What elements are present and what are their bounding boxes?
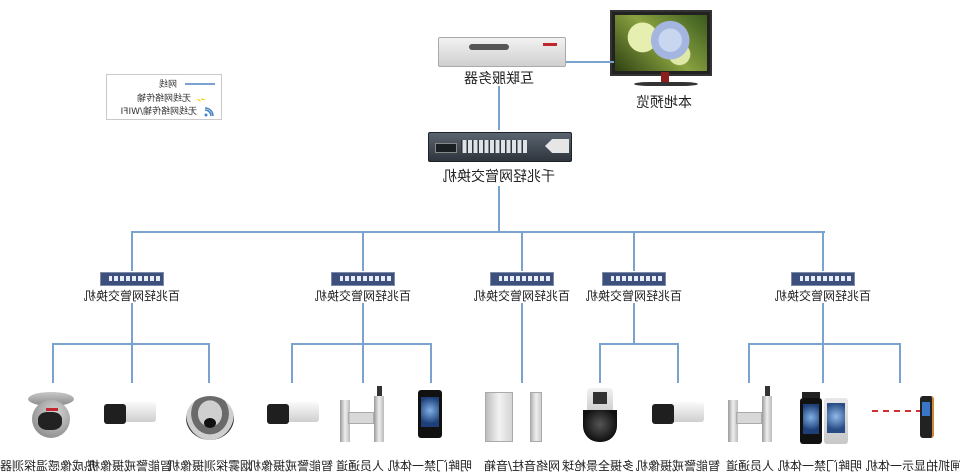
- access-switch-3: [490, 272, 554, 286]
- access-drop-1: [131, 231, 133, 271]
- smoke-detection-camera: [186, 396, 234, 440]
- access-switch-label-5: 百兆轻网管交换机: [774, 289, 872, 303]
- group-stem-4: [633, 303, 635, 343]
- device-label: 网络音柱/音箱: [483, 459, 561, 473]
- access-switch-label-2: 百兆轻网管交换机: [314, 289, 412, 303]
- device-drop: [362, 343, 364, 383]
- legend-label: 无线网络传输/WIFI: [120, 107, 197, 117]
- server-device: [438, 37, 566, 67]
- core-switch-label: 千兆轻网管交换机: [443, 169, 555, 185]
- device-drop: [899, 343, 901, 383]
- panoramic-ptz-camera: [583, 388, 617, 442]
- device-label: 明眸门禁一体机: [387, 459, 473, 473]
- legend: 网线 无线网络传输 无线网络传输/WIFI: [106, 74, 222, 120]
- monitor-label: 本地预览: [636, 95, 692, 111]
- core-switch-badge: [545, 139, 569, 153]
- group-stem-1: [131, 303, 133, 343]
- device-drop: [430, 343, 432, 383]
- thermal-turret-camera: [26, 392, 76, 442]
- face-recognition-terminal-silver: [824, 398, 848, 444]
- group-bus-4: [599, 343, 678, 345]
- device-label: 智能警戒摄像机: [635, 459, 721, 473]
- device-drop: [291, 343, 293, 383]
- monitor-screen-image: [615, 15, 707, 71]
- device-label: 热成像感温探测器: [0, 459, 97, 473]
- access-switch-2: [331, 272, 395, 286]
- face-recognition-terminal: [418, 390, 442, 438]
- device-label: 智能警戒摄像机: [87, 459, 173, 473]
- device-label: 人员通道: [335, 459, 385, 473]
- legend-item-cable: 网线: [159, 77, 177, 90]
- access-drop-2: [362, 231, 364, 271]
- device-drop: [677, 343, 679, 383]
- device-label: 人员通道: [725, 459, 775, 473]
- device-label: 明眸门禁一体机: [777, 459, 863, 473]
- main-distribution-bus: [131, 231, 825, 233]
- group-bus-5: [748, 343, 900, 345]
- device-label: 多摄全景枪球: [561, 459, 635, 473]
- barrier-beam: [872, 410, 922, 412]
- device-label: 智能警戒摄像机: [248, 459, 334, 473]
- network-column-speaker: [530, 392, 542, 442]
- server-brand-mark: [543, 43, 557, 46]
- server-monitor-link: [566, 61, 614, 63]
- device-drop: [208, 343, 210, 383]
- device-drop: [131, 343, 133, 383]
- device-drop: [748, 343, 750, 383]
- gate-capture-display-unit: [920, 396, 934, 438]
- group-stem-5: [822, 303, 824, 343]
- lightning-icon: [195, 89, 207, 102]
- core-bus-drop: [498, 186, 500, 232]
- network-speaker: [485, 392, 513, 442]
- legend-label: 无线网络传输: [136, 94, 191, 104]
- device-drop: [822, 343, 824, 383]
- device-label: 烟雾探测摄像机: [167, 459, 253, 473]
- access-switch-4: [602, 272, 666, 286]
- device-drop: [52, 343, 54, 383]
- access-switch-label-1: 百兆轻网管交换机: [83, 289, 181, 303]
- turnstile-gate: [336, 386, 386, 442]
- access-switch-label-3: 百兆轻网管交换机: [473, 289, 571, 303]
- monitor-base: [634, 82, 698, 86]
- device-drop: [599, 343, 601, 383]
- bullet-camera: [652, 402, 704, 426]
- server-led-panel: [469, 44, 509, 50]
- local-preview-monitor: [610, 10, 712, 76]
- turnstile-gate: [724, 386, 774, 442]
- legend-line-symbol: [185, 83, 215, 85]
- bullet-camera: [104, 402, 156, 426]
- server-switch-link: [498, 86, 500, 130]
- access-switch-1: [100, 272, 164, 286]
- group-stem-2: [362, 303, 364, 343]
- core-switch-device: [428, 132, 572, 162]
- access-switch-5: [791, 272, 855, 286]
- device-label: 道闸抓拍显示一体机: [865, 459, 960, 473]
- access-switch-label-4: 百兆轻网管交换机: [585, 289, 683, 303]
- access-drop-3: [521, 231, 523, 271]
- core-switch-sfp: [435, 143, 457, 153]
- legend-item-wifi: 无线网络传输/WIFI: [121, 104, 197, 117]
- bullet-camera: [267, 402, 319, 426]
- core-switch-ports: [461, 140, 527, 153]
- group-stem-3: [521, 303, 523, 383]
- access-drop-5: [822, 231, 824, 271]
- wifi-icon: [203, 103, 215, 117]
- legend-label: 网线: [158, 80, 177, 90]
- access-drop-4: [633, 231, 635, 271]
- legend-item-wireless: 无线网络传输: [137, 91, 191, 104]
- server-label: 互联服务器: [464, 71, 534, 87]
- group-bus-2: [291, 343, 431, 345]
- face-recognition-terminal: [800, 392, 822, 444]
